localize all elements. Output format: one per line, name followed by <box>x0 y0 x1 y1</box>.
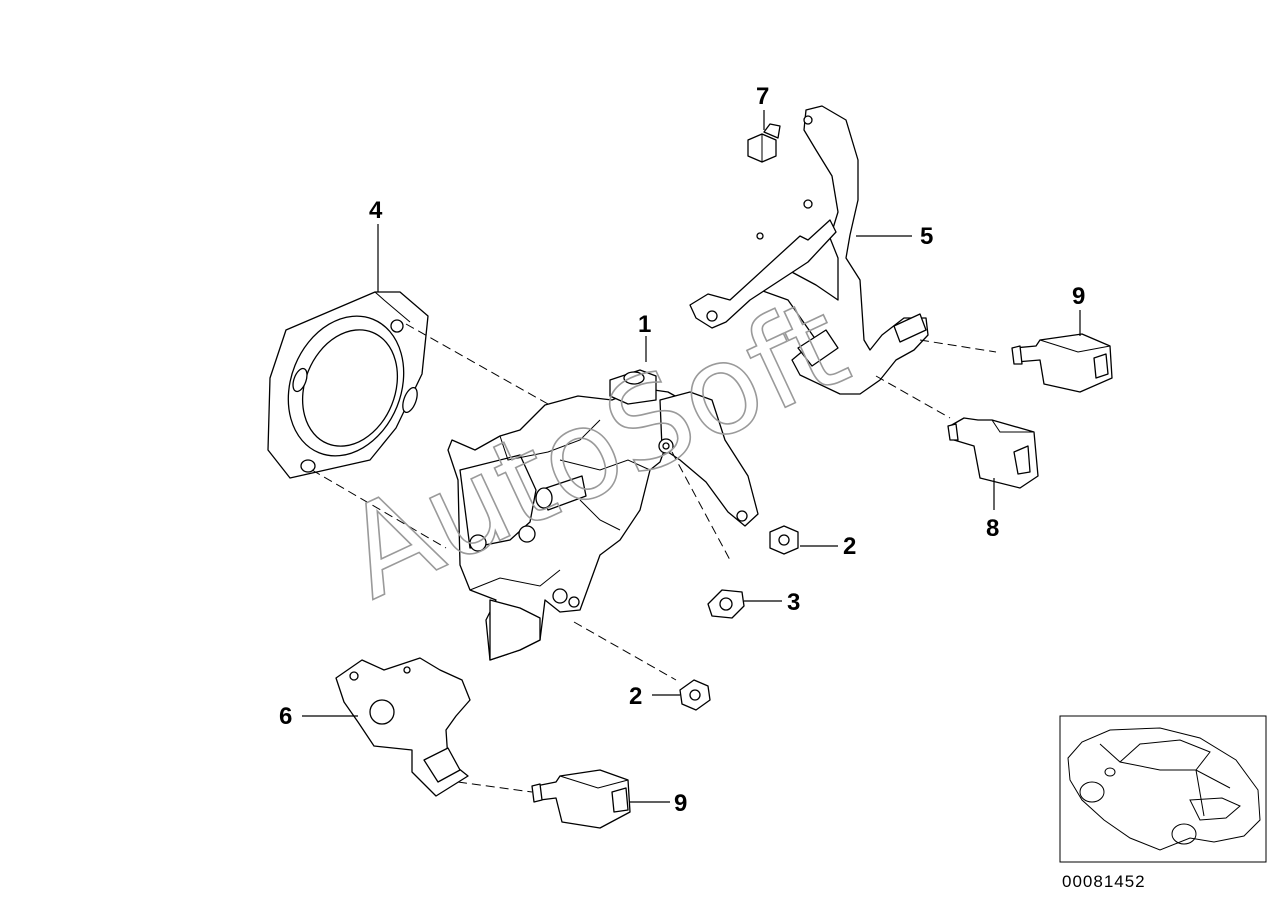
callout-8: 8 <box>986 515 999 542</box>
leader-lines <box>302 110 1081 803</box>
callout-4: 4 <box>369 197 383 224</box>
callout-7: 7 <box>756 83 769 110</box>
callout-2-lower: 2 <box>629 683 642 710</box>
switch-part-8 <box>947 417 1039 489</box>
sensor-part-9-lower <box>531 769 631 829</box>
diagram-code: 00081452 <box>1062 872 1146 891</box>
callout-2-upper: 2 <box>843 533 856 560</box>
car-locator-inset <box>1059 715 1267 863</box>
callout-9-upper: 9 <box>1072 283 1085 310</box>
nut-part-2-lower <box>679 679 711 711</box>
nut-part-2-upper <box>769 525 799 555</box>
bracket-part-6 <box>335 657 533 797</box>
gasket-part-4 <box>267 291 549 549</box>
main-unit-part-1 <box>447 369 759 681</box>
callout-9-lower: 9 <box>674 790 687 817</box>
callout-6: 6 <box>279 703 292 730</box>
callout-1: 1 <box>638 311 651 338</box>
bolt-part-7 <box>747 123 781 163</box>
nut-part-3 <box>707 589 745 619</box>
bracket-part-5 <box>689 105 997 419</box>
callout-3: 3 <box>787 589 800 616</box>
sensor-part-9-upper <box>1011 333 1113 393</box>
callout-5: 5 <box>920 223 933 250</box>
